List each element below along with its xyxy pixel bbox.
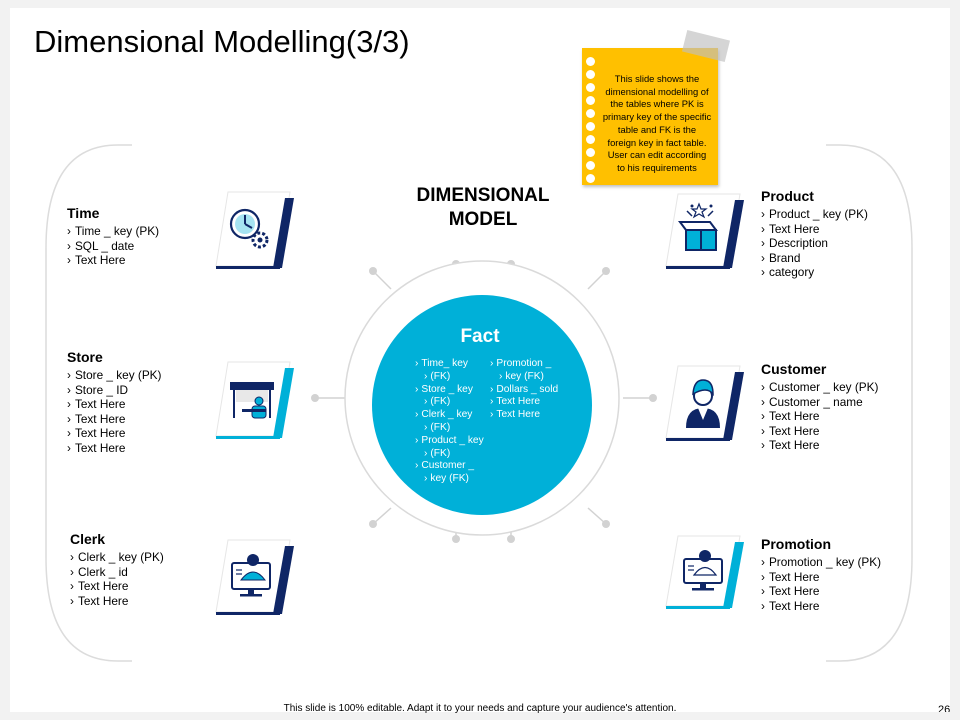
entity-title: Clerk: [70, 531, 106, 547]
clerk-monitor-icon: [231, 554, 271, 597]
left-frame-arc: [45, 144, 132, 662]
fact-item: Store _ key: [415, 384, 484, 397]
entity-attr: category: [761, 265, 868, 280]
page-number: 26: [938, 704, 950, 712]
entity-attr: Description: [761, 236, 868, 251]
entity-attr: Text Here: [761, 438, 878, 453]
entity-attr: Text Here: [761, 424, 878, 439]
product-box-icon: [678, 202, 718, 251]
clock-gear-icon: [229, 208, 269, 249]
fact-item-cont: key (FK): [430, 473, 469, 485]
store-stall-icon: [230, 382, 274, 419]
entity-attr: Text Here: [761, 222, 868, 237]
promotion-monitor-icon: [683, 550, 723, 591]
note-line: primary key of the specific: [602, 111, 712, 123]
sticky-note-text: This slide shows the dimensional modelli…: [594, 73, 720, 175]
entity-title: Promotion: [761, 536, 831, 552]
entity-attr: Store _ ID: [67, 383, 161, 398]
entity-attr: Text Here: [67, 412, 161, 427]
footer-text: This slide is 100% editable. Adapt it to…: [283, 703, 677, 714]
note-line: table and FK is the: [617, 123, 697, 135]
entity-attr: Brand: [761, 251, 868, 266]
entity-title: Store: [67, 349, 103, 365]
note-line: the tables where PK is: [610, 98, 704, 110]
note-line: This slide shows the: [614, 73, 700, 84]
entity-attr: Text Here: [67, 253, 159, 268]
entity-attr: Customer _ name: [761, 395, 878, 410]
fact-item-cont: (FK): [430, 421, 451, 433]
dimensional-model-heading: DIMENSIONAL MODEL: [402, 184, 564, 232]
note-line: foreign key in fact table.: [607, 136, 707, 148]
note-line: User can edit according: [607, 149, 707, 161]
entity-title: Product: [761, 188, 814, 204]
note-line: to his requirements: [617, 161, 697, 173]
fact-column-2: Promotion _ key (FK) Dollars _ sold Text…: [490, 358, 558, 422]
model-title-line: DIMENSIONAL: [416, 185, 550, 206]
fact-item: Time_ key: [415, 358, 484, 371]
entity-attr: Product _ key (PK): [761, 207, 868, 222]
fact-item: key (FK): [490, 371, 558, 384]
fact-item: (FK): [415, 396, 484, 409]
fact-item: Text Here: [490, 409, 558, 422]
entity-customer: Customer Customer _ key (PK) Customer _ …: [761, 361, 878, 453]
entity-attr: Customer _ key (PK): [761, 380, 878, 395]
entity-store: Store Store _ key (PK) Store _ ID Text H…: [67, 349, 161, 456]
entity-attr: Text Here: [761, 570, 881, 585]
page-title: Dimensional Modelling(3/3): [34, 24, 410, 59]
entity-title: Customer: [761, 361, 827, 377]
fact-item-cont: (FK): [430, 370, 451, 382]
entity-promotion: Promotion Promotion _ key (PK) Text Here…: [761, 536, 881, 613]
entity-attr: Text Here: [67, 441, 161, 456]
time-icon-card: [215, 191, 294, 269]
entity-attr: Promotion _ key (PK): [761, 555, 881, 570]
fact-item: key (FK): [415, 473, 484, 486]
fact-item-cont: key (FK): [505, 370, 544, 382]
entity-attr: Text Here: [70, 579, 164, 594]
fact-item: (FK): [415, 371, 484, 384]
entity-attr: Text Here: [761, 409, 878, 424]
fact-item: Dollars _ sold: [490, 384, 558, 397]
fact-item: Clerk _ key: [415, 409, 484, 422]
entity-attr: Text Here: [70, 594, 164, 609]
slide: Dimensional Modelling(3/3) This slide sh…: [10, 8, 950, 712]
entity-attr: Clerk _ id: [70, 565, 164, 580]
entity-title: Time: [67, 205, 100, 221]
entity-product: Product Product _ key (PK) Text Here Des…: [761, 188, 868, 280]
entity-attr: Store _ key (PK): [67, 368, 162, 383]
fact-item-cont: (FK): [430, 447, 451, 459]
sticky-note: This slide shows the dimensional modelli…: [582, 48, 718, 185]
fact-column-1: Time_ key (FK) Store _ key (FK) Clerk _ …: [415, 358, 484, 486]
entity-clerk: Clerk Clerk _ key (PK) Clerk _ id Text H…: [70, 531, 164, 608]
fact-item: Customer _: [415, 460, 484, 473]
fact-item: Text Here: [490, 396, 558, 409]
entity-attr: Text Here: [761, 599, 881, 614]
entity-attr: Text Here: [67, 397, 161, 412]
entity-attr: Text Here: [67, 426, 161, 441]
entity-attr: SQL _ date: [67, 239, 159, 254]
fact-item: Product _ key: [415, 435, 483, 448]
entity-time: Time Time _ key (PK) SQL _ date Text Her…: [67, 205, 159, 268]
entity-attr: Time _ key (PK): [67, 224, 159, 239]
fact-item: (FK): [415, 422, 484, 435]
right-frame-arc: [826, 144, 913, 662]
fact-item: (FK): [415, 448, 484, 461]
customer-person-icon: [686, 379, 720, 428]
note-line: dimensional modelling of: [605, 85, 709, 97]
fact-title: Fact: [460, 326, 500, 347]
model-title-line: MODEL: [448, 209, 518, 230]
entity-attr: Clerk _ key (PK): [70, 550, 164, 565]
entity-attr: Text Here: [761, 584, 881, 599]
fact-item-cont: (FK): [430, 396, 451, 408]
fact-item: Promotion _: [490, 358, 558, 371]
